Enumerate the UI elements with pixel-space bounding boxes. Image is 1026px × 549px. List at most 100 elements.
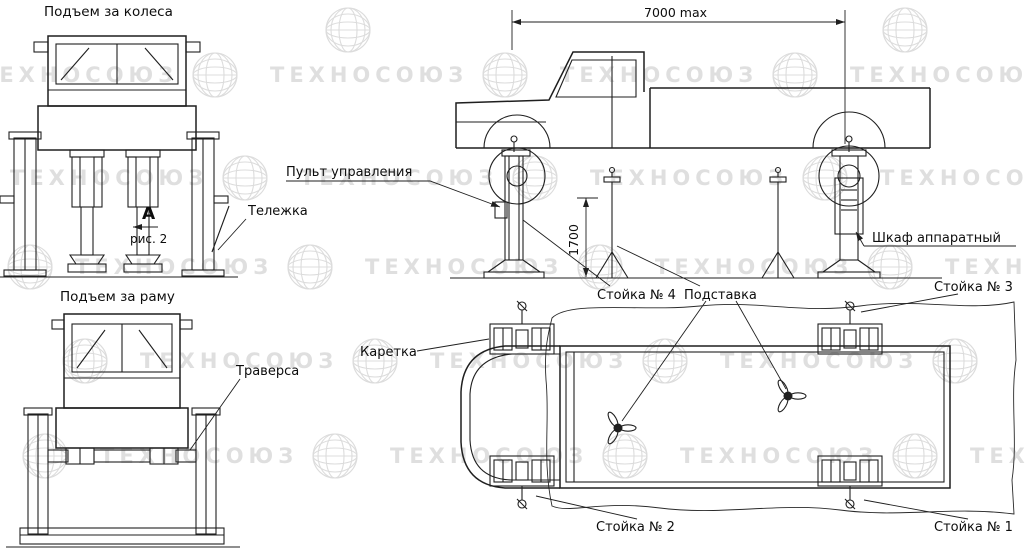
front-view-frame-lift: Подъем за раму (6, 289, 299, 548)
label-view-a: А (142, 204, 156, 224)
watermark-text: ТЕХНОСОЮЗ (970, 444, 1026, 468)
label-traverse: Траверса (235, 364, 299, 379)
label-stand-4: Стойка № 4 (597, 288, 676, 303)
watermark-text: ТЕХНОСОЮЗ (720, 349, 918, 373)
label-stand-3: Стойка № 3 (934, 280, 1013, 295)
globe-icon (287, 244, 333, 290)
watermark-text: ТЕХНОСОЮЗ (945, 255, 1026, 279)
watermark-text: ТЕХНОСОЮЗ (850, 63, 1026, 87)
stand-3-side (817, 135, 881, 279)
truck-side-outline (455, 51, 931, 149)
globe-icon (602, 433, 648, 479)
truck-front-cab (37, 35, 197, 151)
side-view: 7000 max (286, 5, 1016, 279)
stand-2-leader (535, 495, 638, 520)
dim-1700-text: 1700 (566, 224, 581, 256)
rear-wheel-arch (812, 111, 886, 149)
truck-front-details-2 (51, 319, 193, 465)
label-stand-1: Стойка № 1 (934, 520, 1013, 535)
front-wheel (488, 147, 546, 205)
dimension-1700: 1700 (566, 197, 598, 277)
support-leader-down-1 (621, 300, 707, 422)
carriage-stand-3 (817, 300, 883, 355)
front-view-wheel-lift: Подъем за колеса (0, 4, 308, 278)
globe-icon (512, 155, 558, 201)
traverse-beam (47, 449, 197, 463)
stand-4-leader (522, 219, 611, 287)
platform-boundary (545, 301, 1017, 515)
equipment-cabinet (834, 177, 864, 235)
label-figure-ref: рис. 2 (130, 232, 167, 246)
support-leader-up (616, 245, 701, 287)
left-mirror (33, 41, 49, 53)
rear-wheel (818, 145, 880, 207)
label-stand-2: Стойка № 2 (596, 520, 675, 535)
label-trolley: Тележка (247, 204, 308, 219)
watermark-text: ТЕХНОСОЮЗ (0, 63, 178, 87)
truck-plan-details (469, 351, 945, 483)
truck-front-cab-2 (55, 313, 189, 449)
dim-7000-text: 7000 max (644, 5, 707, 20)
control-panel-box (494, 201, 508, 219)
watermark-layer: ТЕХНОСОЮЗ ТЕХНОСОЮЗ ТЕХНОСОЮЗ ТЕХНОСОЮЗ … (0, 7, 1026, 479)
right-mirror (179, 319, 193, 330)
watermark-text: ТЕХНОСОЮЗ (390, 444, 588, 468)
stand-1-leader (863, 499, 969, 520)
globe-icon (192, 52, 238, 98)
label-support: Подставка (684, 288, 757, 303)
watermark-text: ТЕХНОСОЮЗ (300, 166, 498, 190)
cab-window (555, 59, 637, 98)
right-lift-post (181, 131, 230, 277)
title-lift-by-wheels: Подъем за колеса (44, 4, 173, 20)
globe-icon (7, 244, 53, 290)
globe-icon (482, 52, 528, 98)
wheel-fork-right (123, 149, 163, 273)
watermark-text: ТЕХНОСОЮЗ (655, 255, 853, 279)
carriage-leader (416, 338, 490, 352)
watermark-text: ТЕХНОСОЮЗ (560, 63, 758, 87)
globe-icon (325, 7, 371, 53)
stand-3-leader (860, 293, 959, 313)
control-panel-leader (286, 180, 501, 208)
globe-icon (772, 52, 818, 98)
label-control-panel: Пульт управления (286, 165, 412, 180)
support-top-2 (775, 378, 807, 414)
truck-plan-outline (460, 345, 951, 489)
label-cabinet: Шкаф аппаратный (872, 231, 1001, 246)
carriage-stand-1 (817, 455, 883, 510)
cabinet-leader (855, 231, 865, 247)
globe-icon (22, 433, 68, 479)
plan-view: Стойка № 4 Подставка Стойка № 3 Каретка … (360, 219, 1017, 535)
trolley-leader (217, 218, 247, 251)
globe-icon (222, 155, 268, 201)
left-lift-post (0, 131, 47, 277)
traverse-leader (189, 378, 241, 451)
title-lift-by-frame: Подъем за раму (60, 289, 175, 305)
dimension-7000: 7000 max (511, 5, 846, 144)
right-frame-post (191, 407, 221, 535)
globe-icon (867, 244, 913, 290)
carriage-stand-2 (489, 455, 555, 510)
globe-icon (62, 338, 108, 384)
watermark-text: ТЕХНОСОЮЗ (10, 166, 208, 190)
watermark-text: ТЕХНОСОЮЗ (75, 255, 273, 279)
stand-4-side (483, 135, 545, 279)
support-leader-down-2 (735, 300, 787, 390)
trolley-lever (211, 205, 230, 253)
right-mirror (185, 41, 201, 53)
globe-icon (882, 7, 928, 53)
watermark-text: ТЕХНОСОЮЗ (430, 349, 628, 373)
left-mirror (51, 319, 65, 330)
label-carriage: Каретка (360, 345, 417, 360)
globe-icon (892, 433, 938, 479)
left-frame-post (23, 407, 53, 535)
watermark-text: ТЕХНОСОЮЗ (880, 166, 1026, 190)
carriage-stand-4 (489, 300, 555, 355)
globe-icon (312, 433, 358, 479)
wheel-fork-left (67, 149, 107, 273)
front-wheel-arch (483, 114, 551, 149)
watermark-text: ТЕХНОСОЮЗ (365, 255, 563, 279)
base-frame (19, 527, 225, 545)
truck-front-details (33, 41, 201, 91)
